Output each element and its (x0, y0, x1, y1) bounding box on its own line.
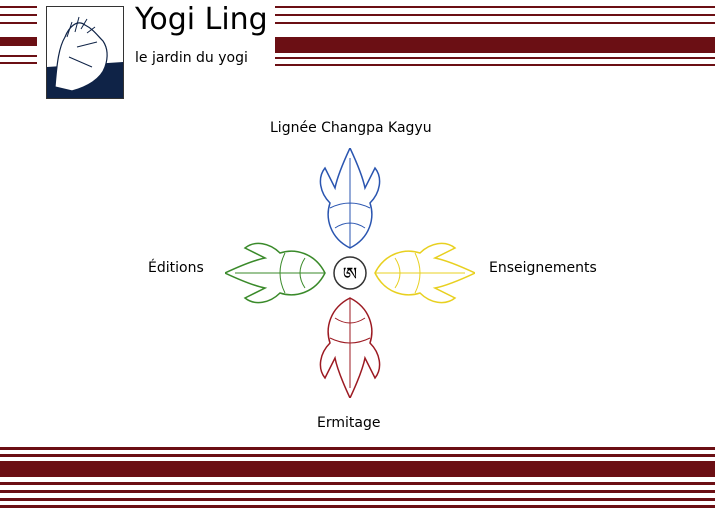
prong-red (319, 297, 381, 398)
prong-green (225, 242, 326, 304)
site-title[interactable]: Yogi Ling (135, 2, 268, 37)
center-syllable: ཨ (343, 264, 357, 285)
prong-yellow (374, 242, 475, 304)
nav-lignee[interactable]: Lignée Changpa Kagyu (270, 120, 432, 136)
double-vajra-image: ཨ (225, 148, 475, 398)
nav-enseignements[interactable]: Enseignements (489, 260, 597, 276)
nav-editions[interactable]: Éditions (148, 260, 204, 276)
site-subtitle: le jardin du yogi (135, 50, 248, 66)
nav-ermitage[interactable]: Ermitage (317, 415, 381, 431)
logo-hands-image[interactable] (46, 6, 124, 99)
prong-blue (319, 148, 381, 249)
